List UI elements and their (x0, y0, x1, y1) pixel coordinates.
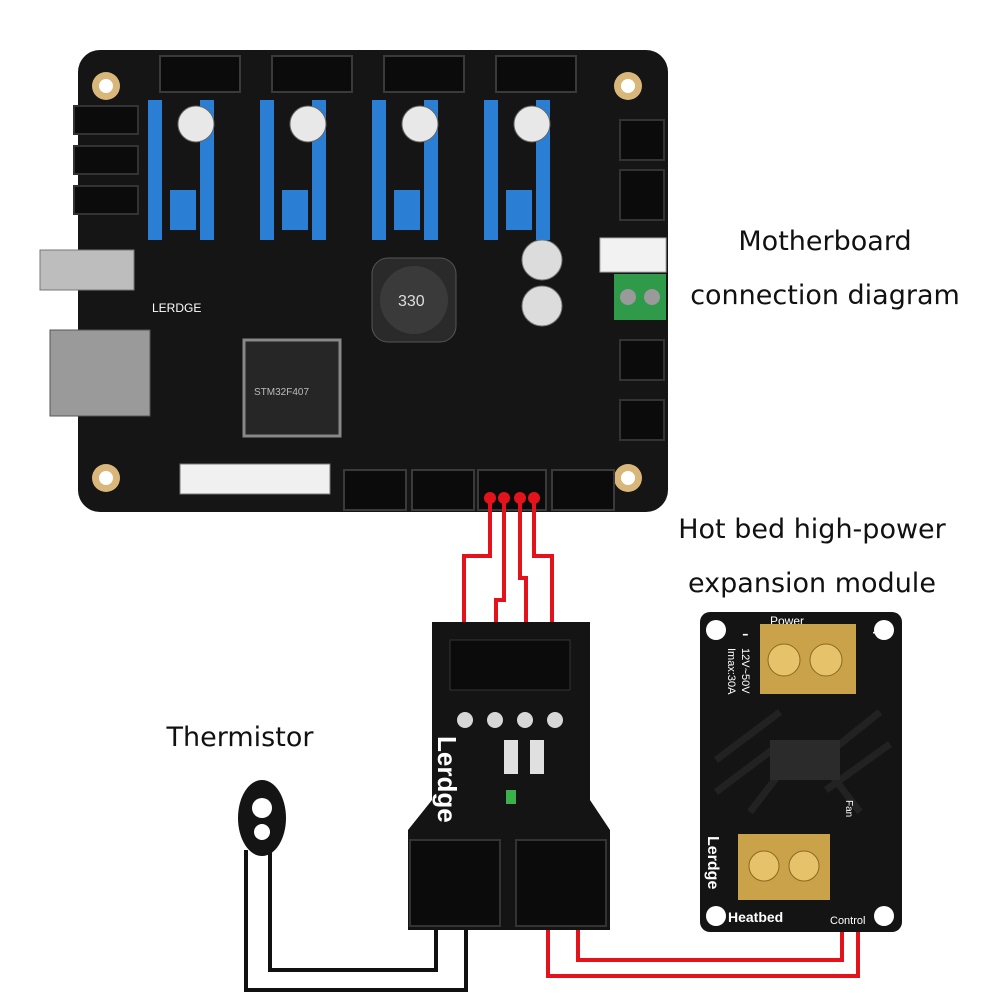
control-label: Control (830, 915, 865, 927)
usb-port (39, 249, 135, 291)
motor-connectors (159, 55, 577, 93)
thermistor-wires (244, 850, 468, 992)
hotbed-module: Power - + 12V~50V Imax:30A Fan Lerdge He… (700, 612, 902, 932)
fan-label: Fan (843, 800, 854, 817)
module-brand: Lerdge (432, 736, 462, 823)
thermistor-label: Thermistor (166, 722, 314, 753)
hotbed-label: Hot bed high-power expansion module (662, 514, 962, 622)
voltage-label: 12V~50V (739, 648, 751, 694)
hotbed-label-line1: Hot bed high-power (678, 514, 946, 545)
motherboard-label: Motherboard connection diagram (690, 226, 960, 334)
power-connector-white (599, 237, 667, 273)
capacitor (521, 285, 563, 327)
heatbed-label: Heatbed (728, 909, 783, 925)
sd-card-slot (49, 329, 151, 417)
plus-sign: + (872, 620, 885, 645)
motherboard: LERDGE 330 STM32F407 (39, 50, 668, 512)
thermistor-connector (409, 839, 501, 927)
capacitor (521, 239, 563, 281)
hotbed-brand: Lerdge (704, 836, 721, 889)
bottom-connectors (343, 469, 615, 511)
inductor-label: 330 (398, 293, 425, 310)
motherboard-label-line2: connection diagram (690, 280, 960, 311)
adapter-module: Lerdge (408, 622, 610, 930)
thermistor-probe (238, 780, 286, 856)
side-headers (73, 105, 665, 441)
stepper-drivers (148, 100, 551, 240)
mcu-chip (242, 338, 342, 438)
minus-sign: - (742, 623, 749, 645)
ffc-connector (179, 463, 331, 495)
motherboard-label-line1: Motherboard (738, 226, 912, 257)
mcu-label: STM32F407 (254, 387, 309, 398)
heatbed-control-connector (515, 839, 607, 927)
hotbed-label-line2: expansion module (688, 568, 936, 599)
imax-label: Imax:30A (725, 648, 737, 695)
motherboard-to-module-wires (462, 498, 554, 640)
board-brand: LERDGE (152, 301, 201, 315)
